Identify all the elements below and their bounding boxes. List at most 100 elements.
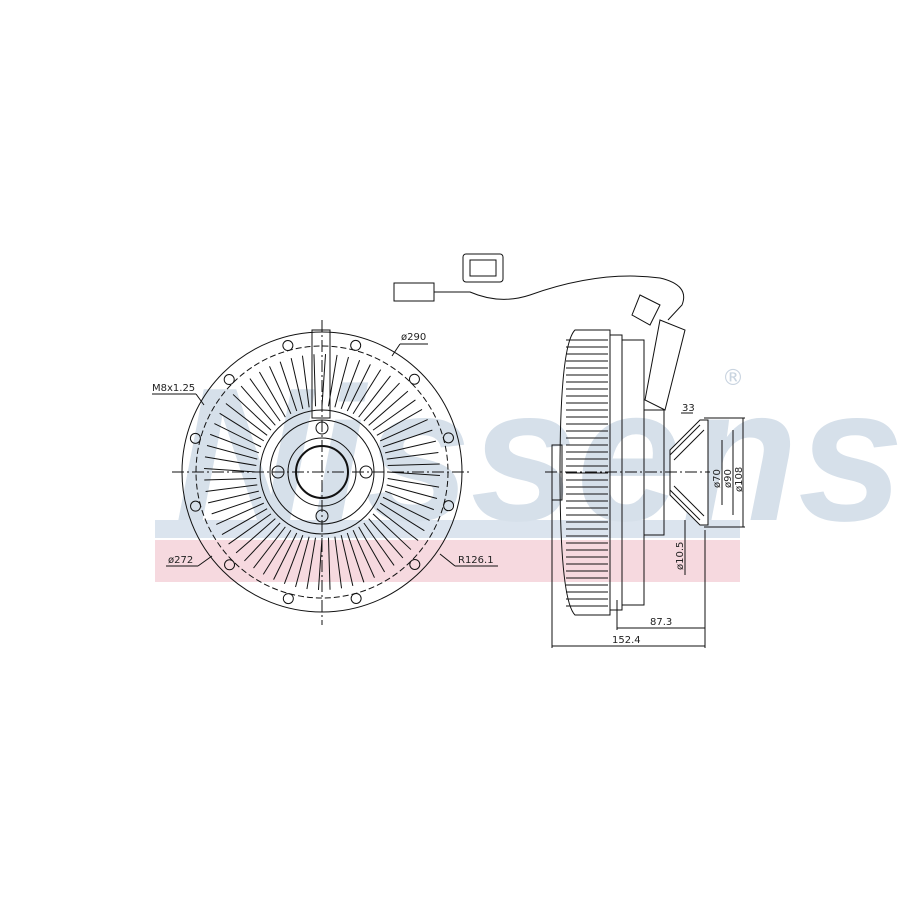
fin [387,471,440,477]
fin [301,355,310,408]
fin [386,484,438,499]
bolt-hole [190,500,202,512]
fin [346,364,371,412]
fin [258,371,286,418]
sensor-bracket [311,329,331,419]
fin [368,518,404,559]
fin [225,403,268,436]
label-hole: ø10.5 [675,542,686,570]
plug [393,282,435,302]
fin [214,423,262,448]
side-fins [566,339,608,607]
connector-cable [393,253,686,411]
fin [386,451,439,460]
fin [382,429,433,448]
fin [204,467,257,473]
fin [211,496,262,515]
fin [228,513,272,545]
bearing-housing [643,409,665,536]
cable [434,275,685,321]
fin [384,490,435,511]
fin [321,354,327,407]
fin [283,534,304,585]
label-d108: ø108 [734,467,745,492]
fin [253,526,286,569]
fin [363,382,400,422]
fin [232,394,272,431]
bolt-hole [282,593,294,605]
fin [295,536,310,588]
fin [219,412,265,442]
fin [334,356,349,408]
label-outer-diameter: ø290 [401,332,426,343]
fin [358,375,391,418]
side-view [545,329,745,648]
bolt-hole [223,374,235,386]
front-view [152,320,498,625]
bolt-hole [408,373,420,385]
bolt-hole [350,339,362,351]
fin [334,536,343,589]
fin [290,357,304,409]
fin [372,513,412,550]
fin [279,361,298,412]
fin [382,496,430,521]
fin [244,522,281,562]
fin [317,537,323,590]
fins [204,354,440,590]
fin [376,508,419,541]
watermark-band-red [155,540,740,582]
fin [221,508,268,536]
registered-mark: ® [722,366,744,391]
label-d70: ø70 [712,469,723,488]
bolt-hole [189,432,201,444]
fin [387,463,440,467]
fin [204,477,257,481]
bolt-hole [282,340,294,352]
fin [306,537,317,590]
fin [363,522,395,566]
fin [235,518,276,554]
fin [352,369,382,415]
fin [352,530,375,578]
fin [207,490,259,504]
leader-r [439,553,456,567]
fin [262,529,292,575]
fin [340,359,361,410]
fin [358,526,386,573]
fin [380,419,428,442]
fin [372,399,416,431]
fin [209,433,260,454]
fin [204,456,257,467]
label-radius: R126.1 [458,555,494,566]
sensor-body [644,319,686,411]
bolt-hole [350,592,362,604]
watermark: Nissens ® [155,349,900,582]
label-thread: M8x1.25 [152,383,195,394]
fin [206,445,258,460]
fin [346,532,365,583]
label-d90: ø90 [723,469,734,488]
label-hub-depth: 33 [682,403,695,414]
fin [340,535,354,587]
fin [387,477,440,488]
connector-head [462,253,504,283]
flange-hatch [669,424,705,521]
bolt-hole [224,559,236,571]
fin [216,502,264,525]
leader-290 [391,343,401,357]
fin [313,354,317,407]
watermark-band-blue [155,520,740,538]
bolt-hole [443,500,455,512]
bolt-holes [189,339,455,605]
fin [368,390,409,426]
leader-m8 [195,393,205,406]
watermark-text: Nissens [175,349,900,561]
bolt-hole [442,432,454,444]
fin [273,532,298,580]
label-bolt-circle: ø272 [168,555,193,566]
fin [269,366,292,414]
fin [376,408,423,436]
leader-272 [197,555,213,567]
